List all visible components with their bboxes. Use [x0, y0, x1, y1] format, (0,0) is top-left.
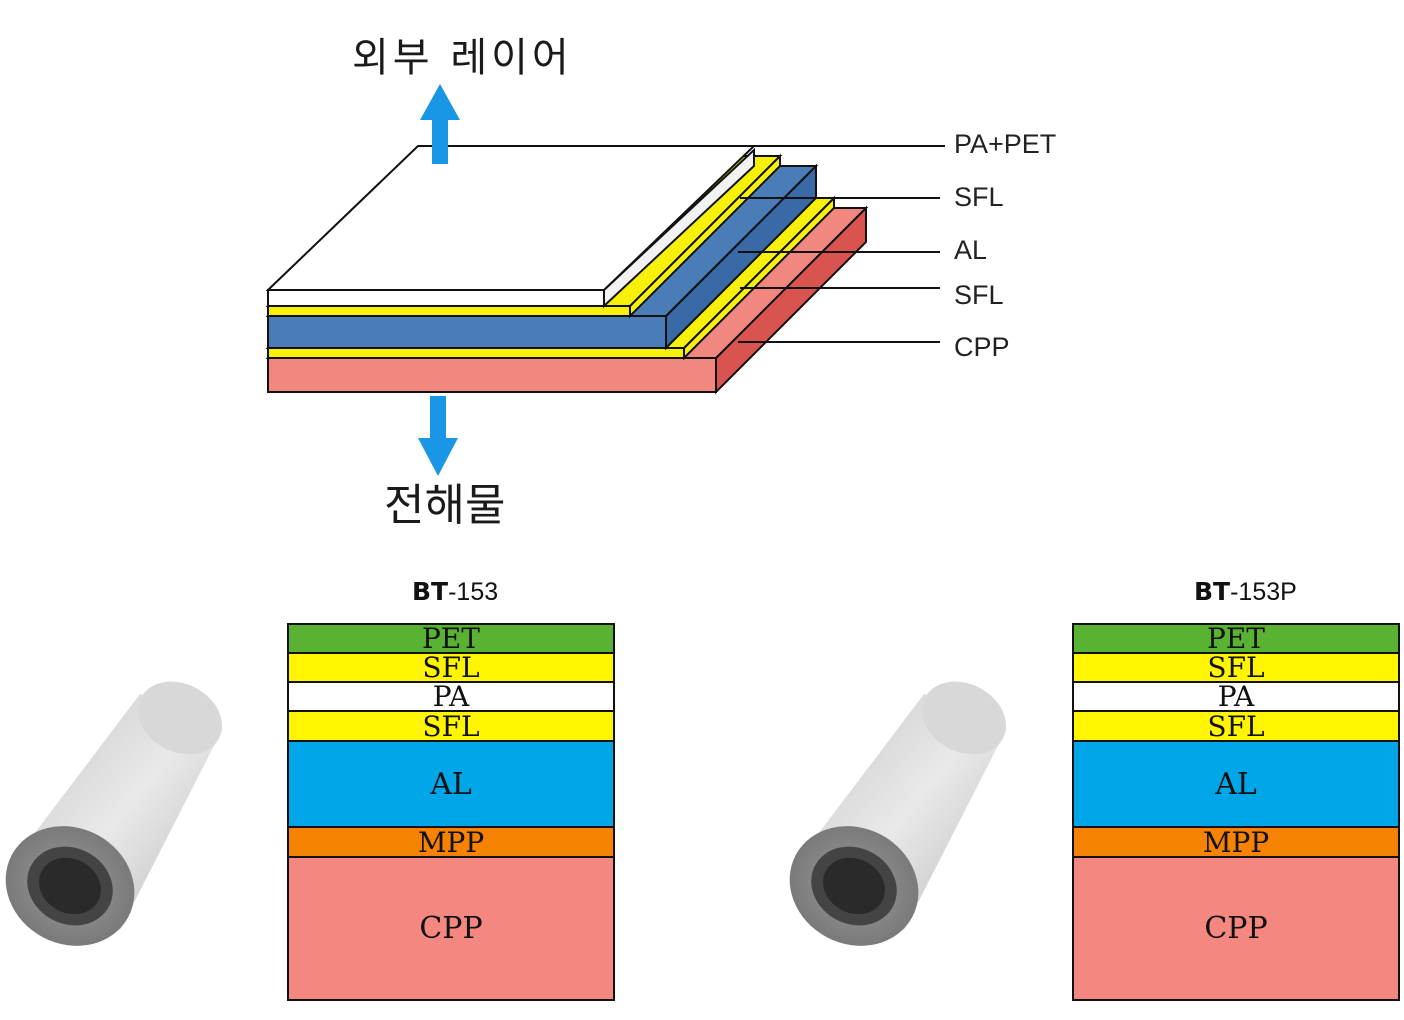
layer-pa-pet — [265, 145, 757, 309]
stack-layer-sfl: SFL — [1074, 654, 1398, 683]
stack-layer-pa: PA — [289, 683, 613, 712]
stack-layer-al: AL — [1074, 742, 1398, 828]
label-sfl-upper: SFL — [954, 182, 1004, 212]
stack-layer-pet: PET — [1074, 625, 1398, 654]
layer-stack: PET SFL PA SFL AL MPP CPP — [287, 623, 615, 1001]
label-al: AL — [954, 235, 988, 265]
laminate-diagram — [265, 84, 945, 476]
stack-layer-mpp: MPP — [1074, 828, 1398, 858]
stack-layer-pet: PET — [289, 625, 613, 654]
stack-layer-sfl: SFL — [289, 712, 613, 742]
electrolyte-label: 전해물 — [384, 480, 506, 531]
stack-layer-cpp: CPP — [289, 858, 613, 999]
leader-lines — [738, 145, 945, 343]
stack-layer-mpp: MPP — [289, 828, 613, 858]
film-roll-icon — [5, 681, 223, 946]
film-roll-icon — [789, 681, 1007, 946]
stack-layer-al: AL — [289, 742, 613, 828]
stack-layer-cpp: CPP — [1074, 858, 1398, 999]
product-title: BT-153 — [412, 577, 499, 606]
label-sfl-lower: SFL — [954, 280, 1004, 310]
label-cpp: CPP — [954, 332, 1010, 362]
arrow-up-icon — [420, 84, 460, 164]
label-pa-pet: PA+PET — [954, 129, 1057, 159]
stack-layer-sfl: SFL — [289, 654, 613, 683]
arrow-down-icon — [418, 396, 458, 476]
product-title: BT-153P — [1194, 577, 1297, 606]
layer-stack: PET SFL PA SFL AL MPP CPP — [1072, 623, 1400, 1001]
stack-layer-pa: PA — [1074, 683, 1398, 712]
stack-layer-sfl: SFL — [1074, 712, 1398, 742]
outer-layer-label: 외부 레이어 — [352, 35, 573, 81]
